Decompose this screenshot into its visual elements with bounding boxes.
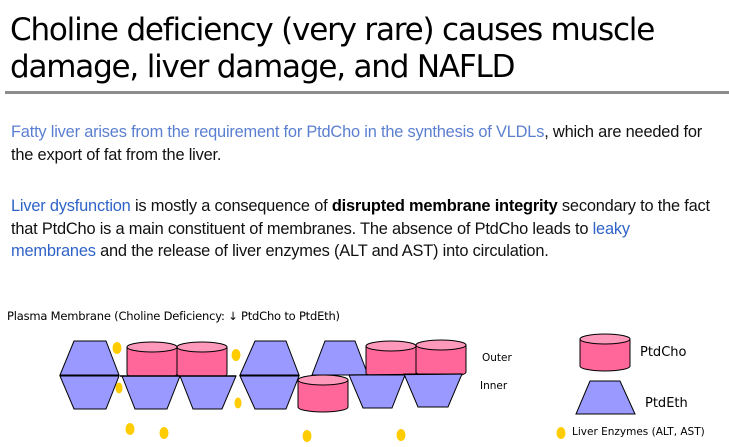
title-underline xyxy=(5,91,729,94)
inner-layer-label: Inner xyxy=(480,380,508,392)
ptdcho-outer-3 xyxy=(365,340,417,379)
ptdeth-outer-3 xyxy=(311,340,369,376)
legend-enzyme-icon xyxy=(556,427,566,439)
paragraph-liver-dysfunction: Liver dysfunction is mostly a consequenc… xyxy=(11,195,711,263)
ptdcho-outer-1 xyxy=(126,341,178,380)
diagram-title: Plasma Membrane (Choline Deficiency: ↓ P… xyxy=(7,309,340,323)
term-disrupted-membrane: disrupted membrane integrity xyxy=(331,197,558,215)
ptdeth-pair-2 xyxy=(239,340,300,410)
legend-ptdeth-label: PtdEth xyxy=(645,396,688,411)
legend-ptdcho-label: PtdCho xyxy=(640,345,687,360)
liver-enzyme-dots xyxy=(112,342,406,442)
ptdcho-inner-1 xyxy=(297,374,349,413)
text-segment: and the release of liver enzymes (ALT an… xyxy=(95,242,549,260)
paragraph-fatty-liver: Fatty liver arises from the requirement … xyxy=(11,121,711,166)
slide-title: Choline deficiency (very rare) causes mu… xyxy=(10,12,655,85)
ptdeth-pair-1 xyxy=(59,340,120,410)
fatty-liver-highlight: Fatty liver arises from the requirement … xyxy=(11,123,545,141)
term-liver-dysfunction: Liver dysfunction xyxy=(11,197,131,215)
legend-enzymes-label: Liver Enzymes (ALT, AST) xyxy=(572,426,705,438)
legend-ptdcho-icon xyxy=(579,333,631,372)
ptdeth-inner-4 xyxy=(403,373,463,408)
ptdeth-inner-2 xyxy=(179,375,237,410)
outer-layer-label: Outer xyxy=(482,352,512,364)
ptdeth-inner-1 xyxy=(121,375,181,410)
ptdcho-outer-4 xyxy=(415,339,467,378)
ptdcho-outer-2 xyxy=(176,341,228,380)
legend-ptdeth-icon xyxy=(575,380,636,415)
term-leaky-membranes: leaky membranes xyxy=(11,219,630,261)
fatty-liver-text: , which are needed for the export of fat… xyxy=(11,123,703,164)
text-segment: is mostly a consequence of xyxy=(130,197,332,215)
ptdeth-inner-3 xyxy=(348,374,406,409)
text-segment: secondary to the fact that PtdCho is a m… xyxy=(11,197,710,238)
